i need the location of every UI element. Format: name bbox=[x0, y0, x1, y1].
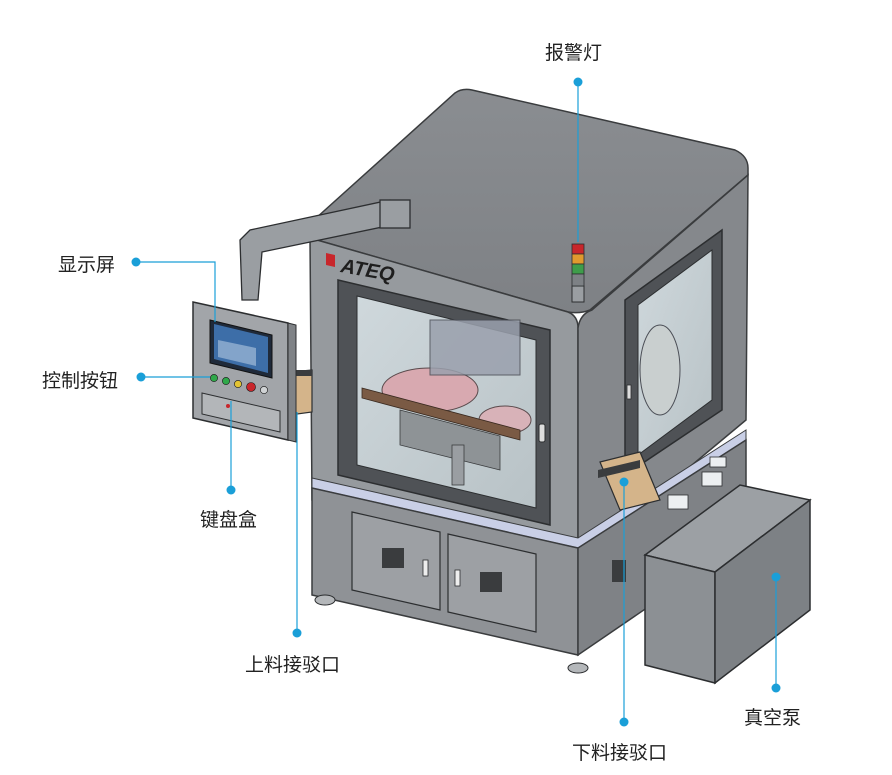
keyboard-box bbox=[201, 392, 281, 433]
callout-keyboard-box: 键盘盒 bbox=[200, 509, 258, 531]
foot-front bbox=[567, 662, 589, 674]
callout-control-buttons: 控制按钮 bbox=[42, 370, 119, 392]
vacuum-pump-side bbox=[714, 498, 811, 685]
brand-stripe bbox=[326, 253, 335, 267]
callout-loading-dock: 上料接驳口 bbox=[245, 654, 341, 676]
callout-dots bbox=[131, 77, 781, 727]
cabinet-top bbox=[304, 88, 749, 314]
callout-display-screen: 显示屏 bbox=[58, 254, 116, 276]
button-red bbox=[246, 382, 256, 392]
callout-vacuum-pump: 真空泵 bbox=[744, 707, 802, 729]
alarm-light-base bbox=[571, 285, 585, 303]
front-window-handle bbox=[538, 423, 546, 443]
button-green-2 bbox=[222, 377, 230, 385]
button-yellow bbox=[234, 380, 242, 388]
foot-left bbox=[314, 594, 336, 606]
button-grey bbox=[260, 386, 268, 394]
callout-alarm-light: 报警灯 bbox=[545, 42, 603, 64]
callout-unloading-dock: 下料接驳口 bbox=[572, 742, 668, 764]
button-green-1 bbox=[210, 374, 218, 382]
callout-lines bbox=[136, 82, 777, 722]
vacuum-pump-front bbox=[644, 554, 716, 684]
